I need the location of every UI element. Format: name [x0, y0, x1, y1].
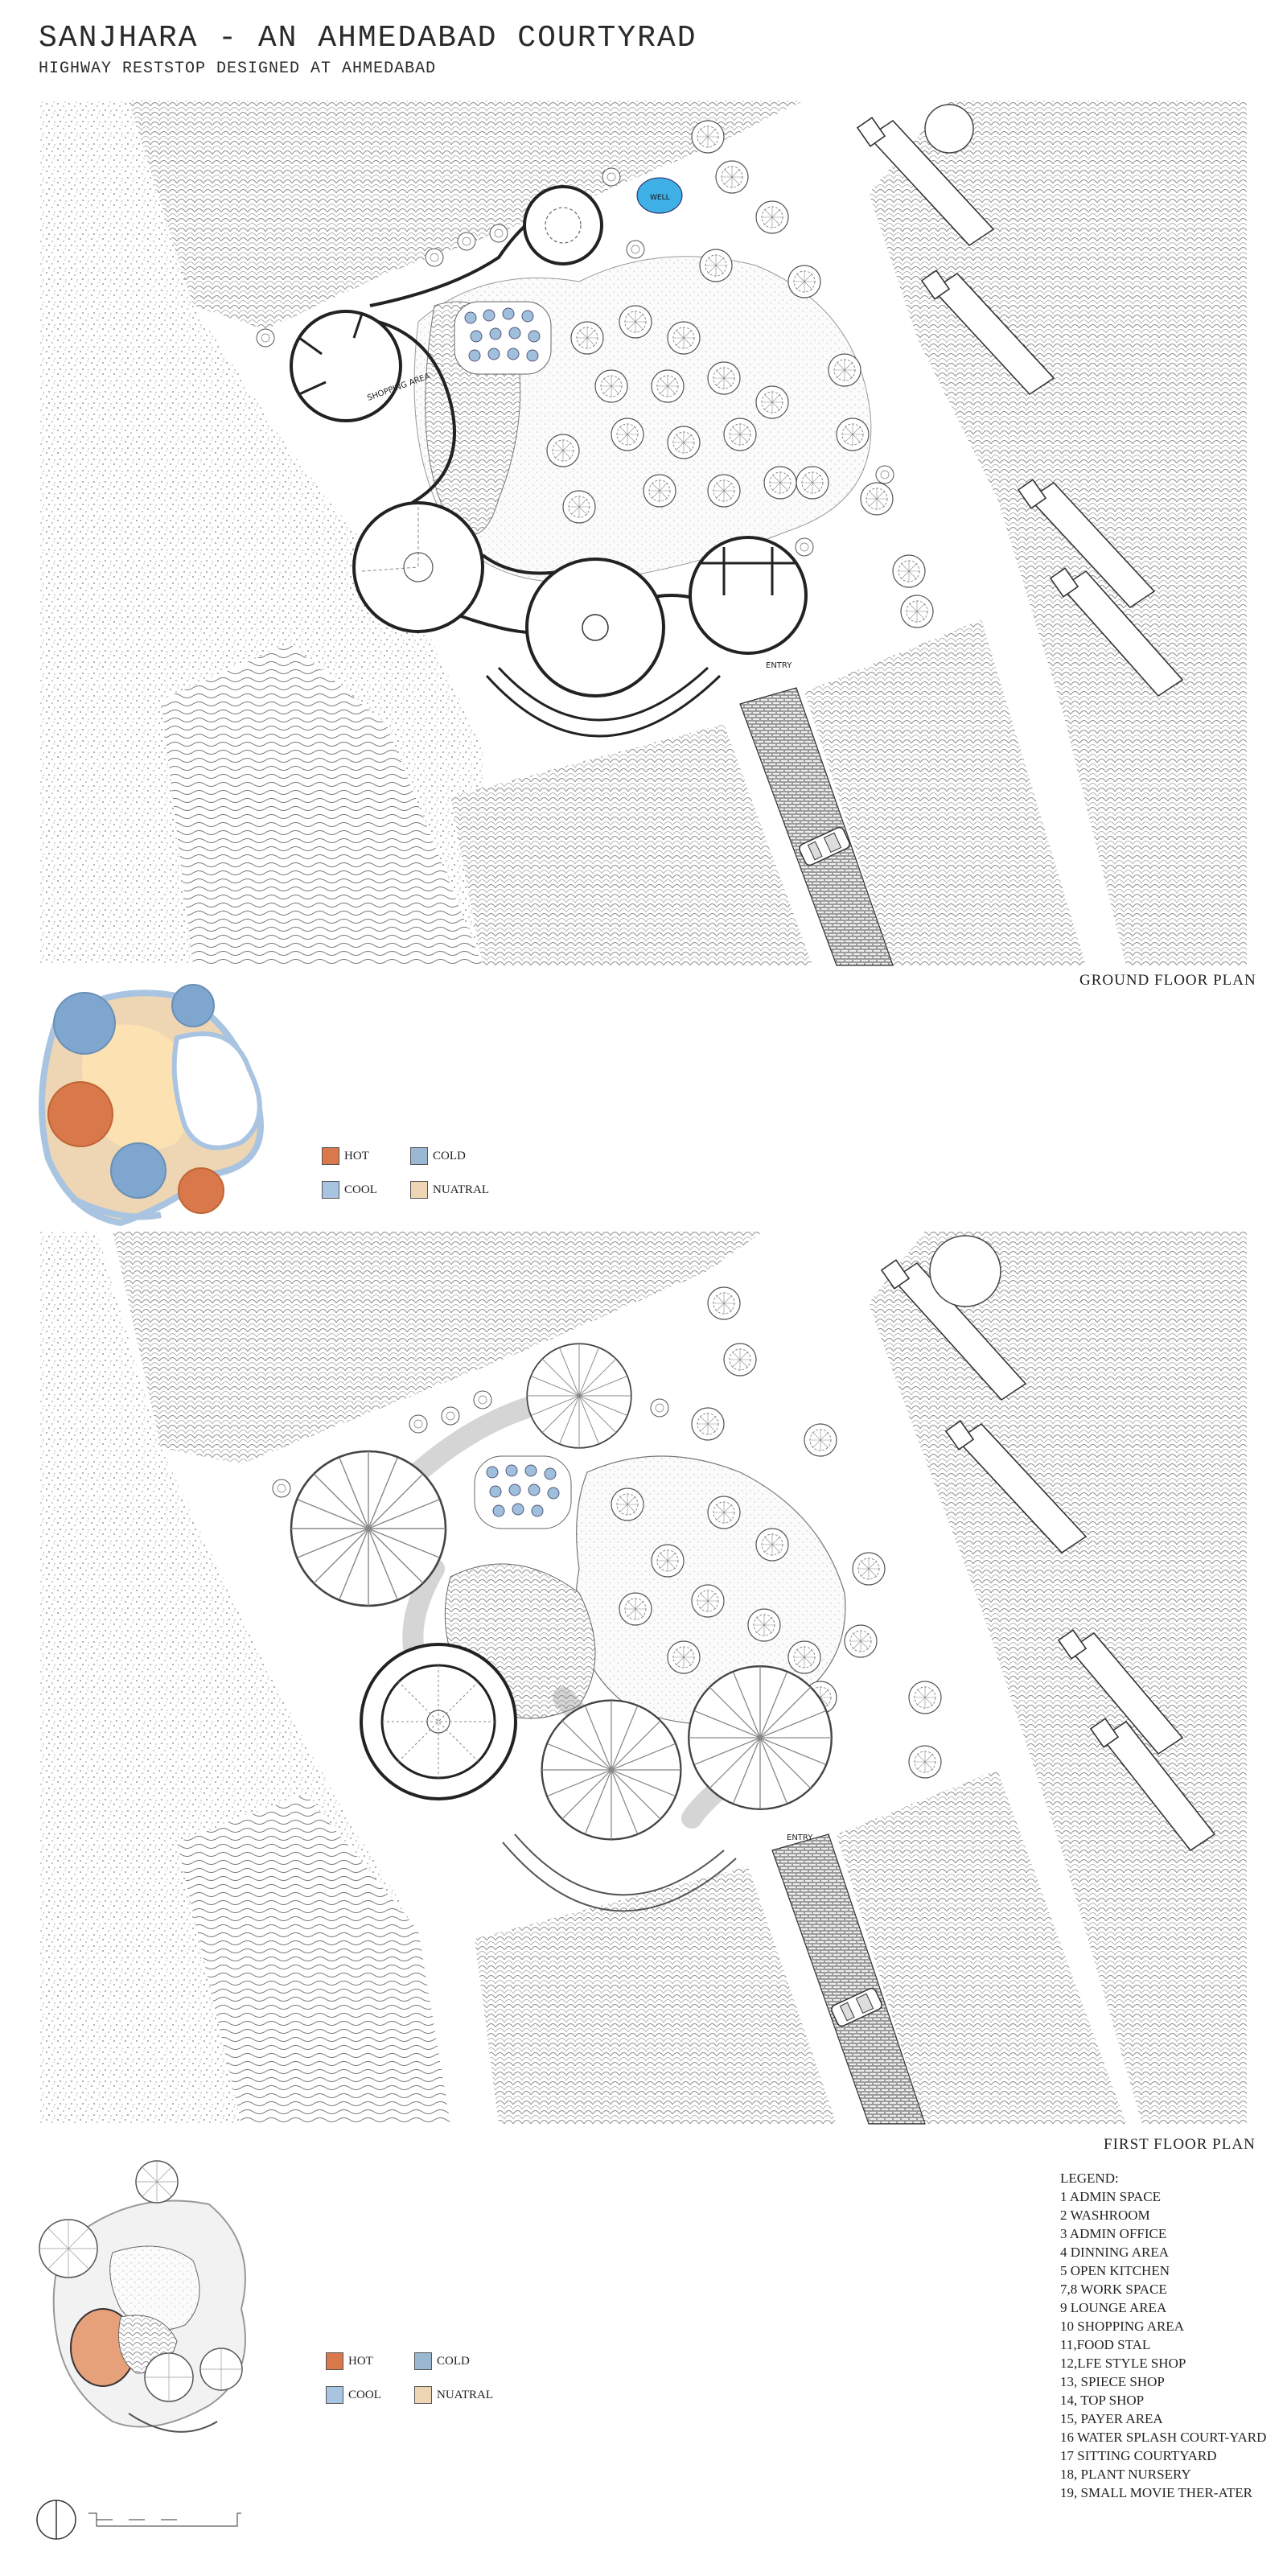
key-item-neutral-2: NUATRAL	[414, 2386, 503, 2404]
legend-item: 3 ADMIN OFFICE	[1060, 2226, 1167, 2241]
legend-item: 2 WASHROOM	[1060, 2208, 1150, 2223]
scale-bar	[88, 2512, 241, 2527]
first-floor-plan-label: FIRST FLOOR PLAN	[1104, 2136, 1256, 2153]
legend: LEGEND: 1 ADMIN SPACE 2 WASHROOM 3 ADMIN…	[1060, 2169, 1269, 2502]
hot-swatch	[326, 2352, 343, 2370]
scale-pattern-field-right-ff	[869, 1231, 1247, 2124]
scale-pattern-field-bottom	[450, 724, 812, 965]
legend-item: 10 SHOPPING AREA	[1060, 2319, 1184, 2334]
first-floor-plan: ENTRY	[39, 1231, 1247, 2125]
climate-key-ground: HOT COLD COOL NUATRAL	[322, 1147, 499, 1199]
legend-item: 14, TOP SHOP	[1060, 2393, 1145, 2408]
large-tree-ff	[929, 1235, 1001, 1307]
ground-floor-plan-label: GROUND FLOOR PLAN	[1079, 972, 1256, 989]
entry-road-ff	[771, 1833, 926, 2125]
legend-item: 15, PAYER AREA	[1060, 2411, 1163, 2426]
legend-item: 4 DINNING AREA	[1060, 2245, 1170, 2260]
scale-pattern-field-bottom-ff	[475, 1866, 837, 2124]
parking-trucks-ff	[880, 1259, 1216, 1852]
legend-item: 17 SITTING COURTYARD	[1060, 2448, 1217, 2463]
connecting-corridors	[402, 1389, 767, 1829]
key-item-cold: COLD	[410, 1147, 499, 1165]
legend-item: 16 WATER SPLASH COURT-YARD	[1060, 2430, 1267, 2445]
entry-tag-ground: ENTRY	[766, 661, 792, 670]
lounge-block	[352, 501, 484, 633]
amphitheater-arc	[502, 1833, 737, 1912]
dining-block	[485, 558, 722, 738]
legend-item: 9 LOUNGE AREA	[1060, 2300, 1167, 2315]
page-subtitle: HIGHWAY RESTSTOP DESIGNED AT AHMEDABAD	[39, 60, 437, 78]
well-tag: WELL	[650, 194, 670, 202]
page-title: SANJHARA - AN AHMEDABAD COURTYRAD	[39, 21, 697, 56]
climate-zoning-diagram-first	[39, 2160, 246, 2433]
wave-field-ff	[177, 1794, 450, 2124]
water-splash-courtyard	[454, 301, 552, 375]
legend-item: 18, PLANT NURSERY	[1060, 2467, 1191, 2482]
wave-field	[161, 644, 483, 965]
cold-swatch	[414, 2352, 432, 2370]
key-item-neutral: NUATRAL	[410, 1181, 499, 1199]
neutral-swatch	[414, 2386, 432, 2404]
entry-tag-ff: ENTRY	[787, 1833, 813, 1842]
legend-item: 5 OPEN KITCHEN	[1060, 2263, 1170, 2278]
neutral-swatch	[410, 1181, 428, 1199]
legend-item: 1 ADMIN SPACE	[1060, 2189, 1162, 2204]
legend-item: 12,LFE STYLE SHOP	[1060, 2356, 1186, 2371]
cool-swatch	[326, 2386, 343, 2404]
legend-heading: LEGEND:	[1060, 2171, 1119, 2186]
water-splash-ff	[474, 1455, 572, 1529]
movie-theater-block	[360, 1643, 517, 1800]
legend-item: 7,8 WORK SPACE	[1060, 2282, 1167, 2297]
key-item-cool-2: COOL	[326, 2386, 414, 2404]
key-item-cool: COOL	[322, 1181, 410, 1199]
scale-pattern-field-top	[129, 101, 804, 330]
legend-item: 19, SMALL MOVIE THER-ATER	[1060, 2485, 1252, 2500]
ground-floor-plan: WELL SHOPPING AREA ENTRY	[39, 101, 1247, 966]
admin-block	[290, 310, 402, 422]
legend-item: 11,FOOD STAL	[1060, 2337, 1151, 2352]
legend-item: 13, SPIECE SHOP	[1060, 2374, 1165, 2389]
well-marker	[636, 177, 683, 214]
entry-road	[739, 687, 894, 966]
cool-swatch	[322, 1181, 339, 1199]
climate-zoning-diagram-ground	[39, 984, 264, 1227]
north-arrow-icon	[36, 2500, 76, 2540]
key-item-hot-2: HOT	[326, 2352, 414, 2370]
entry-block	[689, 536, 808, 655]
climate-key-first: HOT COLD COOL NUATRAL	[326, 2352, 503, 2404]
parking-trucks	[856, 117, 1184, 697]
key-item-cold-2: COLD	[414, 2352, 503, 2370]
cold-swatch	[410, 1147, 428, 1165]
scale-pattern-field-bottom-right	[804, 619, 1086, 965]
large-tree-ground	[924, 104, 974, 154]
key-item-hot: HOT	[322, 1147, 410, 1165]
hot-swatch	[322, 1147, 339, 1165]
scale-pattern-field-bottom-right-ff	[837, 1770, 1126, 2124]
well-pavilion	[523, 177, 683, 265]
scale-pattern-field-top-ff	[113, 1231, 764, 1464]
